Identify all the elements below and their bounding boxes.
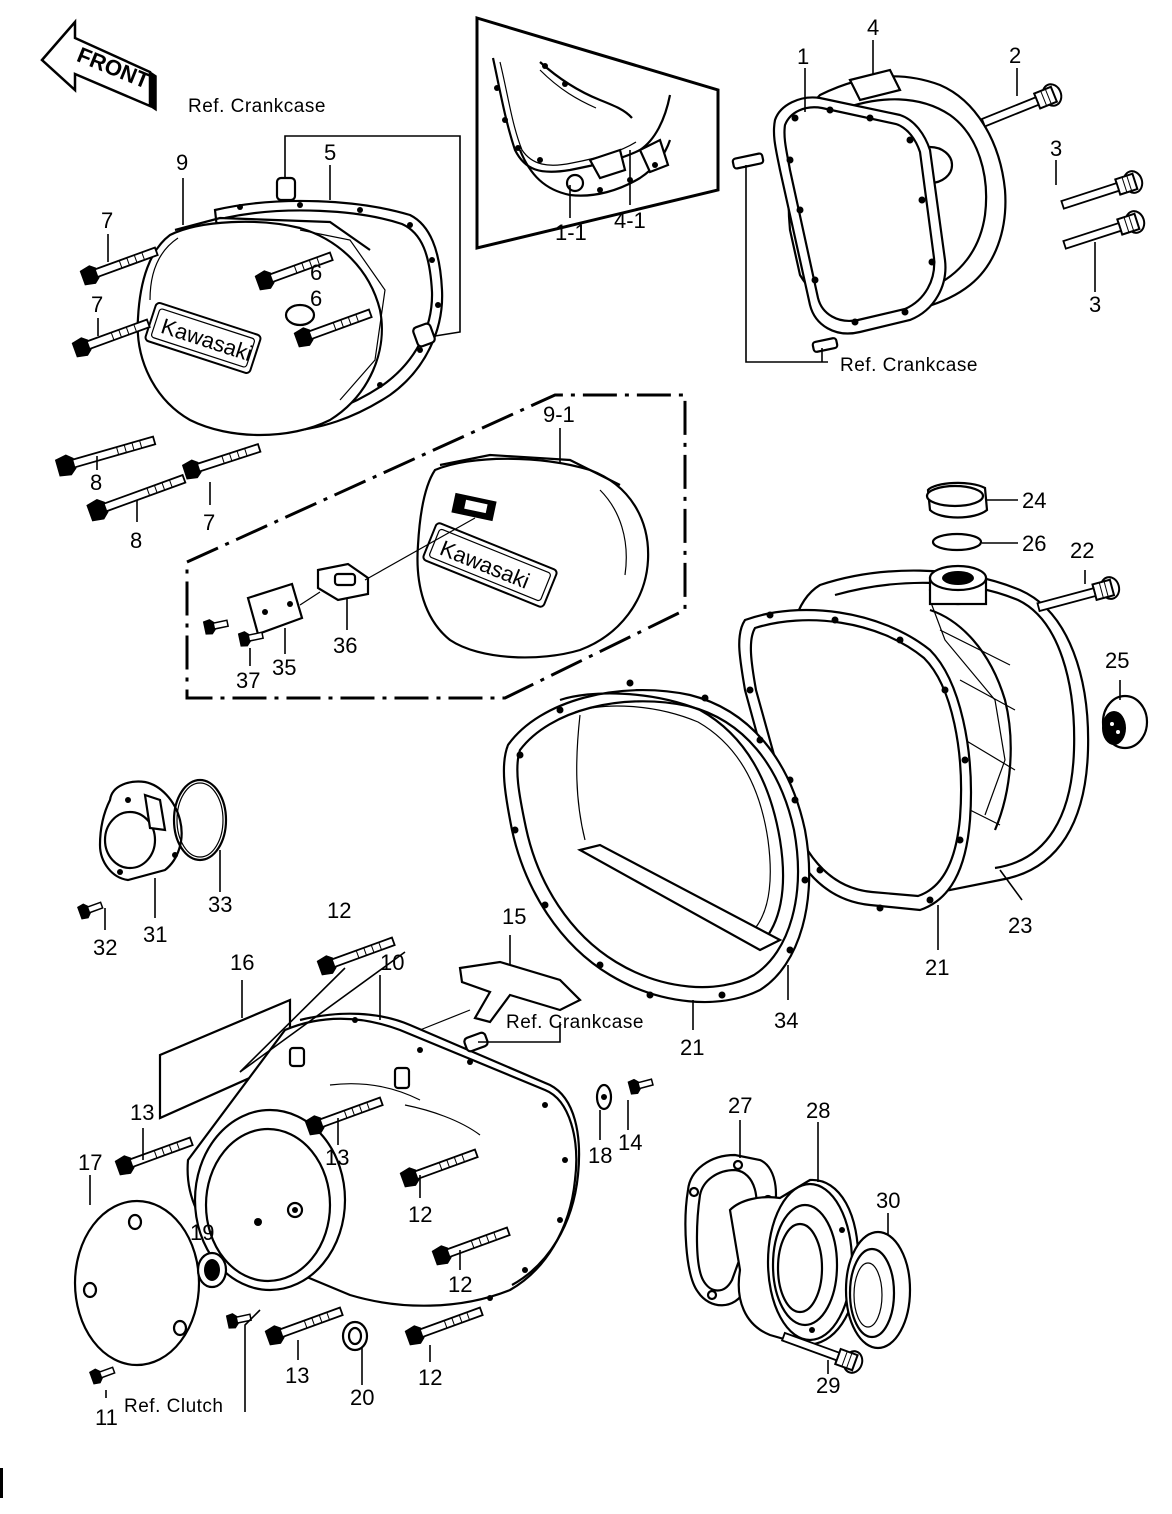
callout-33: 33	[208, 892, 232, 917]
callout-20: 20	[350, 1385, 374, 1410]
right-engine-cover-10	[158, 935, 582, 1307]
ref-crankcase-top-right: Ref. Crankcase	[840, 355, 978, 376]
callout-13: 13	[325, 1145, 349, 1170]
callout-32: 32	[93, 935, 117, 960]
o-ring-33	[172, 778, 228, 862]
callout-16: 16	[230, 950, 254, 975]
callout-5: 5	[324, 140, 336, 165]
callout-24: 24	[1022, 488, 1046, 513]
callout-19: 19	[190, 1220, 214, 1245]
callout-12: 12	[408, 1202, 432, 1227]
callout-35: 35	[272, 655, 296, 680]
seal-20	[341, 1320, 369, 1352]
callout-29: 29	[816, 1373, 840, 1398]
o-ring-26	[931, 532, 983, 552]
callout-labels: 1 2 3 3 4 5 6 6 7 7 7 8 8 9 1-1 4-1 9-1 …	[78, 15, 1129, 1430]
callout-14: 14	[618, 1130, 642, 1155]
callout-7: 7	[91, 292, 103, 317]
left-cover-assembly: Kawasaki	[136, 135, 461, 437]
callout-6: 6	[310, 260, 322, 285]
callout-4: 4	[867, 15, 879, 40]
callout-27: 27	[728, 1093, 752, 1118]
callout-13: 13	[285, 1363, 309, 1388]
reference-labels: Ref. Crankcase Ref. Crankcase Ref. Crank…	[124, 96, 978, 1417]
callout-15: 15	[502, 904, 526, 929]
callout-11: 11	[95, 1405, 118, 1430]
bearing-housing-assembly	[684, 1120, 860, 1347]
callout-4-1: 4-1	[614, 208, 646, 233]
callout-10: 10	[380, 950, 404, 975]
callout-1-1: 1-1	[555, 220, 587, 245]
callout-8: 8	[90, 470, 102, 495]
callout-12: 12	[418, 1365, 442, 1390]
callout-31: 31	[143, 922, 167, 947]
callout-25: 25	[1105, 648, 1129, 673]
callout-3: 3	[1050, 136, 1062, 161]
ref-clutch: Ref. Clutch	[124, 1396, 223, 1417]
callout-7: 7	[203, 510, 215, 535]
callout-22: 22	[1070, 538, 1094, 563]
callout-28: 28	[806, 1098, 830, 1123]
cover-17	[73, 1175, 201, 1367]
callout-21: 21	[680, 1035, 704, 1060]
callout-30: 30	[876, 1188, 900, 1213]
callout-34: 34	[774, 1008, 798, 1033]
callout-6: 6	[310, 286, 322, 311]
callout-26: 26	[1022, 531, 1046, 556]
callout-36: 36	[333, 633, 357, 658]
callout-2: 2	[1009, 43, 1021, 68]
callout-12: 12	[327, 898, 351, 923]
callout-18: 18	[588, 1143, 612, 1168]
callout-1: 1	[797, 44, 809, 69]
inset-detail-1-1	[475, 15, 720, 250]
front-arrow-badge: FRONT	[40, 18, 157, 112]
ref-crankcase-bottom: Ref. Crankcase	[506, 1012, 644, 1033]
oil-seal-25	[1101, 680, 1149, 750]
callout-7: 7	[101, 208, 113, 233]
callout-3: 3	[1089, 292, 1101, 317]
callout-13: 13	[130, 1100, 154, 1125]
callout-12: 12	[448, 1272, 472, 1297]
breather-cover-31	[98, 780, 183, 918]
callout-9-1: 9-1	[543, 402, 575, 427]
oil-seal-30	[844, 1213, 912, 1350]
generator-cover-assembly	[731, 40, 1007, 363]
callout-23: 23	[1008, 913, 1032, 938]
ref-crankcase-top-left: Ref. Crankcase	[188, 96, 326, 117]
inset-detail-9-1: Kawasaki	[185, 393, 687, 700]
callout-9: 9	[176, 150, 188, 175]
callout-8: 8	[130, 528, 142, 553]
callout-37: 37	[236, 668, 260, 693]
callout-21: 21	[925, 955, 949, 980]
callout-17: 17	[78, 1150, 102, 1175]
clutch-cover-assembly	[502, 564, 1090, 1004]
